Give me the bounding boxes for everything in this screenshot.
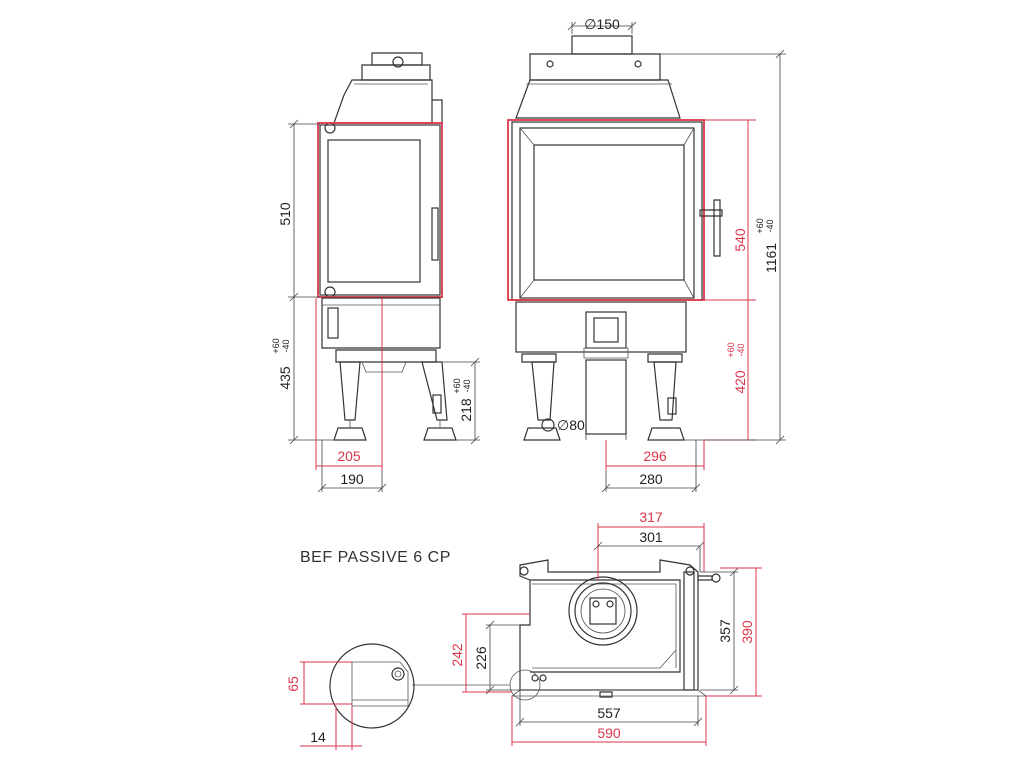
top-side-inner-label: 226 bbox=[473, 646, 489, 670]
front-height-total-tol-plus: +60 bbox=[755, 218, 765, 233]
top-width-bottom-inner-label: 557 bbox=[597, 705, 621, 721]
top-width-top-outer-label: 317 bbox=[639, 509, 663, 525]
side-view-base bbox=[321, 297, 457, 441]
front-height-total-label: 1161 bbox=[763, 243, 779, 273]
top-width-top-inner-label: 301 bbox=[639, 529, 663, 545]
side-view: 510 435 +60 -40 218 +60 -40 205 190 bbox=[271, 52, 480, 493]
side-height-base-tol-plus: +60 bbox=[271, 338, 281, 353]
top-view-body bbox=[509, 559, 721, 701]
front-view-body bbox=[507, 119, 723, 301]
front-view-base: ∅80 bbox=[515, 301, 687, 441]
top-width-bottom-outer-label: 590 bbox=[597, 725, 621, 741]
top-depth-outer-label: 390 bbox=[739, 620, 755, 644]
front-height-opening-label: 420 bbox=[732, 370, 748, 394]
front-width-outer-label: 296 bbox=[643, 448, 667, 464]
front-height-opening-tol-minus: -40 bbox=[736, 343, 746, 356]
side-height-base-tol-minus: -40 bbox=[281, 339, 291, 352]
front-width-inner-label: 280 bbox=[639, 471, 663, 487]
front-air-inlet-diameter-label: ∅80 bbox=[557, 417, 585, 433]
side-height-glass-label: 510 bbox=[277, 202, 293, 226]
detail-width-label: 14 bbox=[310, 729, 326, 745]
front-view: ∅150 bbox=[507, 16, 786, 493]
side-width-outer-label: 205 bbox=[337, 448, 361, 464]
top-depth-inner-label: 357 bbox=[717, 619, 733, 643]
side-height-leg-tol-plus: +60 bbox=[452, 378, 462, 393]
front-height-total-tol-minus: -40 bbox=[765, 219, 775, 232]
front-height-opening-tol-plus: +60 bbox=[726, 342, 736, 357]
side-view-flue-box bbox=[333, 52, 443, 124]
model-title: BEF PASSIVE 6 CP bbox=[300, 549, 451, 566]
front-view-flue: ∅150 bbox=[515, 16, 681, 119]
side-height-leg-label: 218 bbox=[458, 398, 474, 422]
side-height-leg-tol-minus: -40 bbox=[462, 379, 472, 392]
front-height-door-label: 540 bbox=[732, 228, 748, 252]
detail-height-label: 65 bbox=[285, 676, 301, 692]
front-flue-diameter-label: ∅150 bbox=[584, 16, 620, 32]
top-view: 317 301 357 390 242 226 557 590 bbox=[412, 509, 762, 746]
top-side-outer-label: 242 bbox=[449, 643, 465, 667]
side-height-base-label: 435 bbox=[277, 366, 293, 390]
side-view-body bbox=[317, 122, 443, 298]
detail-view: 65 14 bbox=[285, 643, 415, 750]
side-width-inner-label: 190 bbox=[340, 471, 364, 487]
